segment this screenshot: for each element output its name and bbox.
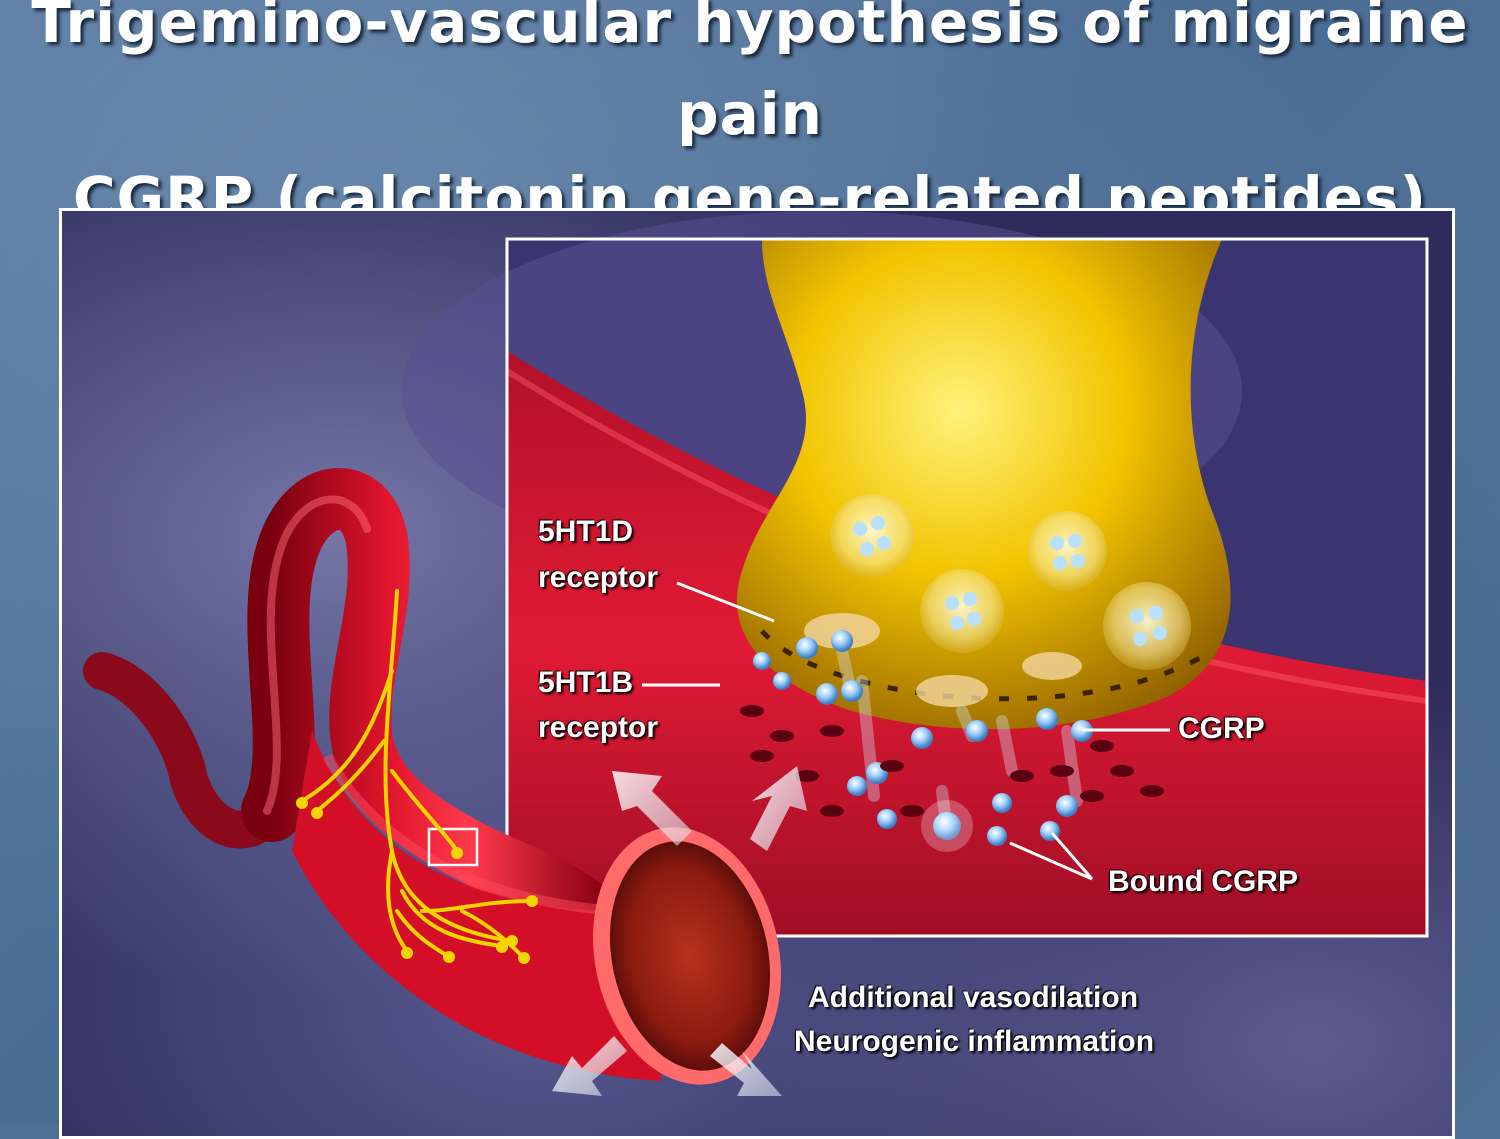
slide-title: Trigemino-vascular hypothesis of migrain… — [31, 0, 1469, 56]
nerve-terminal-shape — [736, 239, 1231, 730]
vasodilation-arrows — [552, 766, 807, 1096]
trigeminal-nerve-fibers — [300, 589, 534, 958]
blood-vessel — [83, 468, 781, 1085]
cgrp-molecules — [753, 630, 1093, 852]
label-bound-cgrp: Bound CGRP — [1108, 865, 1298, 898]
label-5ht1d-receptor: receptor — [538, 561, 659, 594]
label-additional-vasodilation: Additional vasodilation — [808, 981, 1139, 1014]
label-5ht1b-name: 5HT1B — [538, 666, 634, 699]
inset-frame — [505, 237, 1429, 938]
zoom-indicator-box — [427, 827, 479, 867]
label-neurogenic-inflammation: Neurogenic inflammation — [794, 1025, 1155, 1058]
label-pointers — [642, 581, 1170, 881]
inset-panel — [402, 211, 1428, 936]
migraine-illustration: 5HT1D receptor 5HT1B receptor CGRP Bound… — [59, 208, 1455, 1139]
label-cgrp: CGRP — [1178, 712, 1265, 745]
nerve-endings — [296, 797, 538, 964]
slide-title-continuation: pain — [677, 80, 823, 148]
illustration-artwork — [62, 211, 1452, 1136]
vessel-receptors — [740, 705, 1164, 817]
label-5ht1d-name: 5HT1D — [538, 515, 634, 548]
label-5ht1b-receptor: receptor — [538, 711, 659, 744]
cgrp-vesicles — [830, 494, 1191, 670]
